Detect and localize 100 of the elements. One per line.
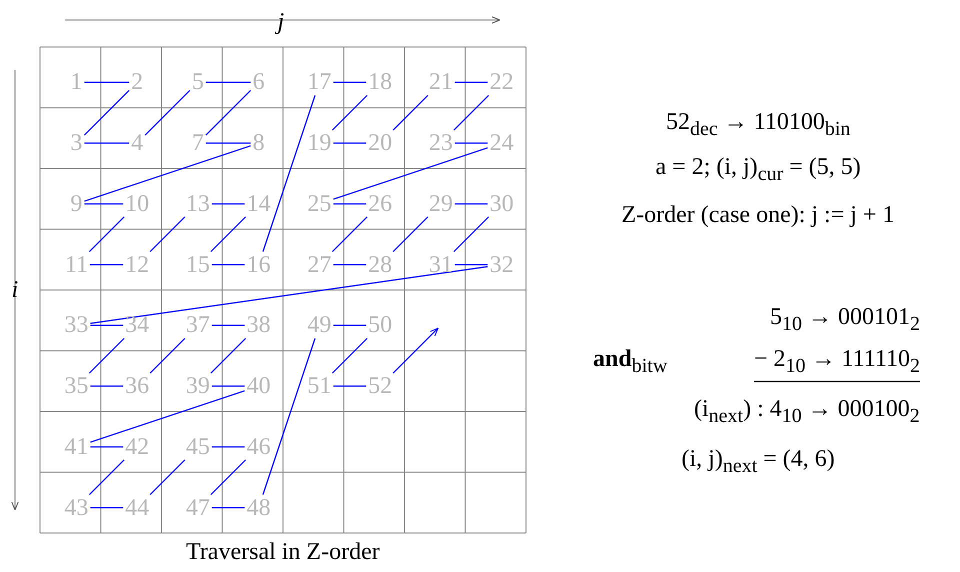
cell-number: 42 (125, 434, 150, 459)
path-segment (212, 507, 245, 508)
cell-number: 45 (186, 434, 210, 459)
path-segment (206, 82, 251, 83)
cell-number: 20 (368, 131, 392, 156)
cell-number: 12 (125, 252, 150, 277)
cell-number: 49 (307, 313, 332, 338)
arrow (392, 328, 439, 374)
cell-number: 35 (64, 374, 88, 398)
path-segment (333, 142, 366, 144)
path-segment (90, 386, 124, 387)
path-segment (332, 338, 368, 374)
cell-number: 51 (307, 374, 332, 398)
cell-number: 48 (246, 496, 271, 520)
math-expression: 5$_{10}$ → 000101$_{2}$ (770, 302, 920, 336)
cell-number: 4 (131, 131, 144, 156)
cell-number: 29 (428, 192, 453, 216)
cell-number: 17 (307, 70, 332, 94)
cell-number: 24 (490, 131, 514, 156)
caption: Traversal in Z-order (186, 538, 380, 566)
cell-number: 26 (368, 192, 392, 216)
path-segment (90, 324, 124, 326)
path-segment (210, 338, 246, 374)
path-segment (332, 216, 368, 252)
cell-number: 1 (70, 70, 82, 94)
path-segment (84, 82, 130, 83)
math-expression: Z-order (case one): j := j + 1 (622, 201, 894, 229)
cell-number: 23 (428, 131, 453, 156)
cell-number: 2 (131, 70, 144, 94)
cell-number: 33 (64, 313, 88, 338)
path-segment (206, 142, 251, 144)
cell-number: 40 (246, 374, 271, 398)
cell-number: 30 (490, 192, 514, 216)
cell-number: 44 (125, 496, 150, 520)
cell-number: 19 (307, 131, 332, 156)
cell-number: 52 (368, 374, 392, 398)
cell-number: 7 (192, 131, 204, 156)
cell-number: 18 (368, 70, 392, 94)
path-segment (88, 459, 125, 496)
cell-number: 6 (252, 70, 265, 94)
path-segment (454, 82, 488, 83)
path-segment (333, 264, 366, 266)
cell-number: 9 (70, 192, 82, 216)
math-expression: and$_{bitw}$ (593, 344, 668, 378)
path-segment (332, 94, 368, 131)
cell-number: 14 (246, 192, 271, 216)
path-segment (262, 338, 316, 495)
cell-number: 10 (125, 192, 150, 216)
path-segment (150, 338, 186, 374)
cell-number: 36 (125, 374, 150, 398)
path-segment (333, 386, 366, 387)
path-segment (84, 142, 130, 144)
path-segment (88, 216, 125, 252)
cell-number: 8 (252, 131, 265, 156)
path-segment (90, 266, 488, 324)
path-segment (212, 386, 245, 387)
cell-number: 41 (64, 434, 88, 459)
path-segment (392, 94, 428, 131)
path-segment (150, 216, 186, 252)
path-segment (392, 216, 428, 252)
path-segment (212, 264, 245, 266)
path-segment (262, 95, 316, 252)
path-segment (333, 324, 366, 326)
math-expression: a = 2; (i, j)$_{cur}$ = (5, 5) (656, 152, 861, 186)
path-segment (90, 446, 124, 448)
path-segment (212, 324, 245, 326)
math-expression: (i$_{next}$) : 4$_{10}$ → 000100$_{2}$ (694, 394, 920, 428)
math-expression: 52$_{dec}$ → 110100$_{bin}$ (666, 108, 850, 142)
axis-label: i (12, 276, 18, 304)
cell-number: 38 (246, 313, 271, 338)
cell-number: 5 (192, 70, 204, 94)
cell-number: 46 (246, 434, 271, 459)
math-expression: − 2$_{10}$ → 111110$_{2}$ (754, 344, 920, 378)
path-segment (90, 390, 245, 443)
path-segment (205, 90, 252, 136)
cell-number: 11 (64, 252, 88, 277)
path-segment (210, 216, 246, 252)
cell-number: 15 (186, 252, 210, 277)
path-segment (333, 82, 366, 83)
path-segment (150, 459, 186, 496)
cell-number: 16 (246, 252, 271, 277)
path-segment (454, 142, 488, 144)
cell-number: 27 (307, 252, 332, 277)
cell-number: 34 (125, 313, 150, 338)
axis-label: j (278, 8, 284, 36)
cell-number: 39 (186, 374, 210, 398)
cell-number: 43 (64, 496, 88, 520)
path-segment (333, 203, 366, 204)
path-segment (90, 507, 124, 508)
path-segment (84, 145, 251, 202)
path-segment (333, 147, 488, 200)
cell-number: 31 (428, 252, 453, 277)
path-segment (454, 264, 488, 266)
cell-number: 13 (186, 192, 210, 216)
cell-number: 25 (307, 192, 332, 216)
path-segment (88, 338, 125, 374)
path-segment (210, 459, 246, 496)
path-segment (144, 90, 190, 136)
cell-number: 37 (186, 313, 210, 338)
path-segment (453, 216, 490, 252)
